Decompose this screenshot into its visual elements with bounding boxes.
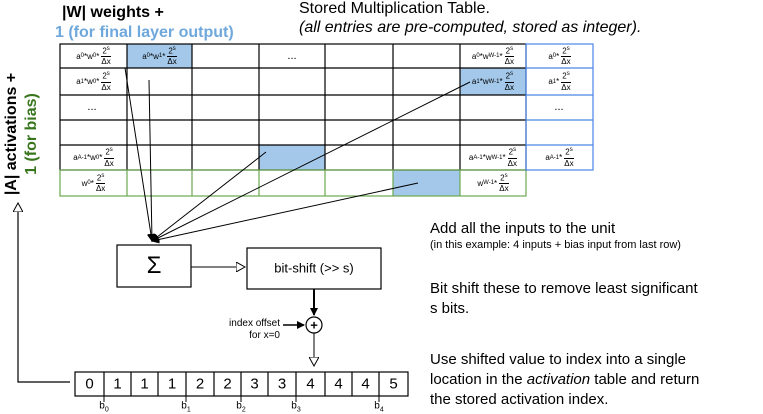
boundary-ticks: [103, 396, 380, 402]
highlight-cell-bias: [393, 170, 460, 196]
index-offset-line2: for x=0: [249, 330, 280, 341]
activation-cell: 3: [277, 375, 287, 393]
note-use-line3: the stored activation index.: [430, 391, 609, 408]
weights-header-line2: 1 (for final layer output): [55, 24, 234, 41]
activation-cell: 4: [334, 375, 343, 393]
activations-header-line2: 1 (for bias): [23, 93, 40, 175]
activation-cell: 1: [167, 375, 177, 393]
highlight-cell-aW-1: [460, 68, 526, 95]
boundary-label: b3: [291, 400, 301, 414]
activations-header-line1: |A| activations +: [3, 72, 20, 196]
activation-cell: 1: [113, 375, 122, 393]
activation-cell: 5: [389, 375, 398, 393]
index-offset-label: index offset for x=0: [200, 318, 280, 342]
feedback-arrow: [18, 203, 70, 383]
activation-cell: 3: [250, 375, 259, 393]
note-use-line2a: location in the: [430, 371, 527, 388]
note-use-line2c: table and return: [590, 371, 700, 388]
boundary-label: b4: [374, 400, 384, 414]
table-note: (all entries are pre-computed, stored as…: [299, 19, 642, 36]
note-use-line2b: activation: [526, 371, 591, 388]
note-use-line1: Use shifted value to index into a single: [430, 351, 686, 368]
note-use-line2: location in the activation table and ret…: [430, 371, 699, 388]
row2-ellipsis: ...: [87, 101, 97, 113]
row2-ellipsis-right: ...: [554, 101, 564, 113]
sum-box: [116, 244, 192, 288]
boundary-label: b0: [99, 400, 109, 414]
boundary-label: b2: [236, 400, 246, 414]
activation-cell: 1: [140, 375, 149, 393]
table-title: Stored Multiplication Table.: [299, 0, 490, 17]
input-arrows: [124, 67, 471, 244]
boundary-label: b1: [181, 400, 191, 414]
note-add-title: Add all the inputs to the unit: [430, 220, 616, 237]
activation-cell: 0: [85, 375, 94, 393]
activation-table-grid: [74, 371, 409, 397]
highlight-cell-a0w1: [127, 44, 192, 68]
bitshift-label: bit-shift (>> s): [274, 260, 354, 276]
activation-cell: 4: [361, 375, 370, 393]
row0-ellipsis: ...: [287, 50, 297, 62]
activation-cell: 4: [306, 375, 315, 393]
note-shift-line1: Bit shift these to remove least signific…: [430, 280, 698, 297]
activation-cell: 2: [223, 375, 232, 393]
note-shift-line2: s bits.: [430, 300, 470, 317]
sum-symbol: Σ: [146, 252, 162, 279]
highlight-cell-mid: [259, 145, 325, 170]
plus-symbol: +: [310, 317, 318, 333]
weights-header-line1: |W| weights +: [62, 4, 164, 21]
activations-header: |A| activations + 1 (for bias): [2, 24, 46, 244]
activation-cell: 2: [195, 375, 205, 393]
note-add-sub: (in this example: 4 inputs + bias input …: [430, 239, 681, 251]
output-column-grid: [525, 43, 594, 171]
index-offset-line1: index offset: [229, 318, 280, 329]
